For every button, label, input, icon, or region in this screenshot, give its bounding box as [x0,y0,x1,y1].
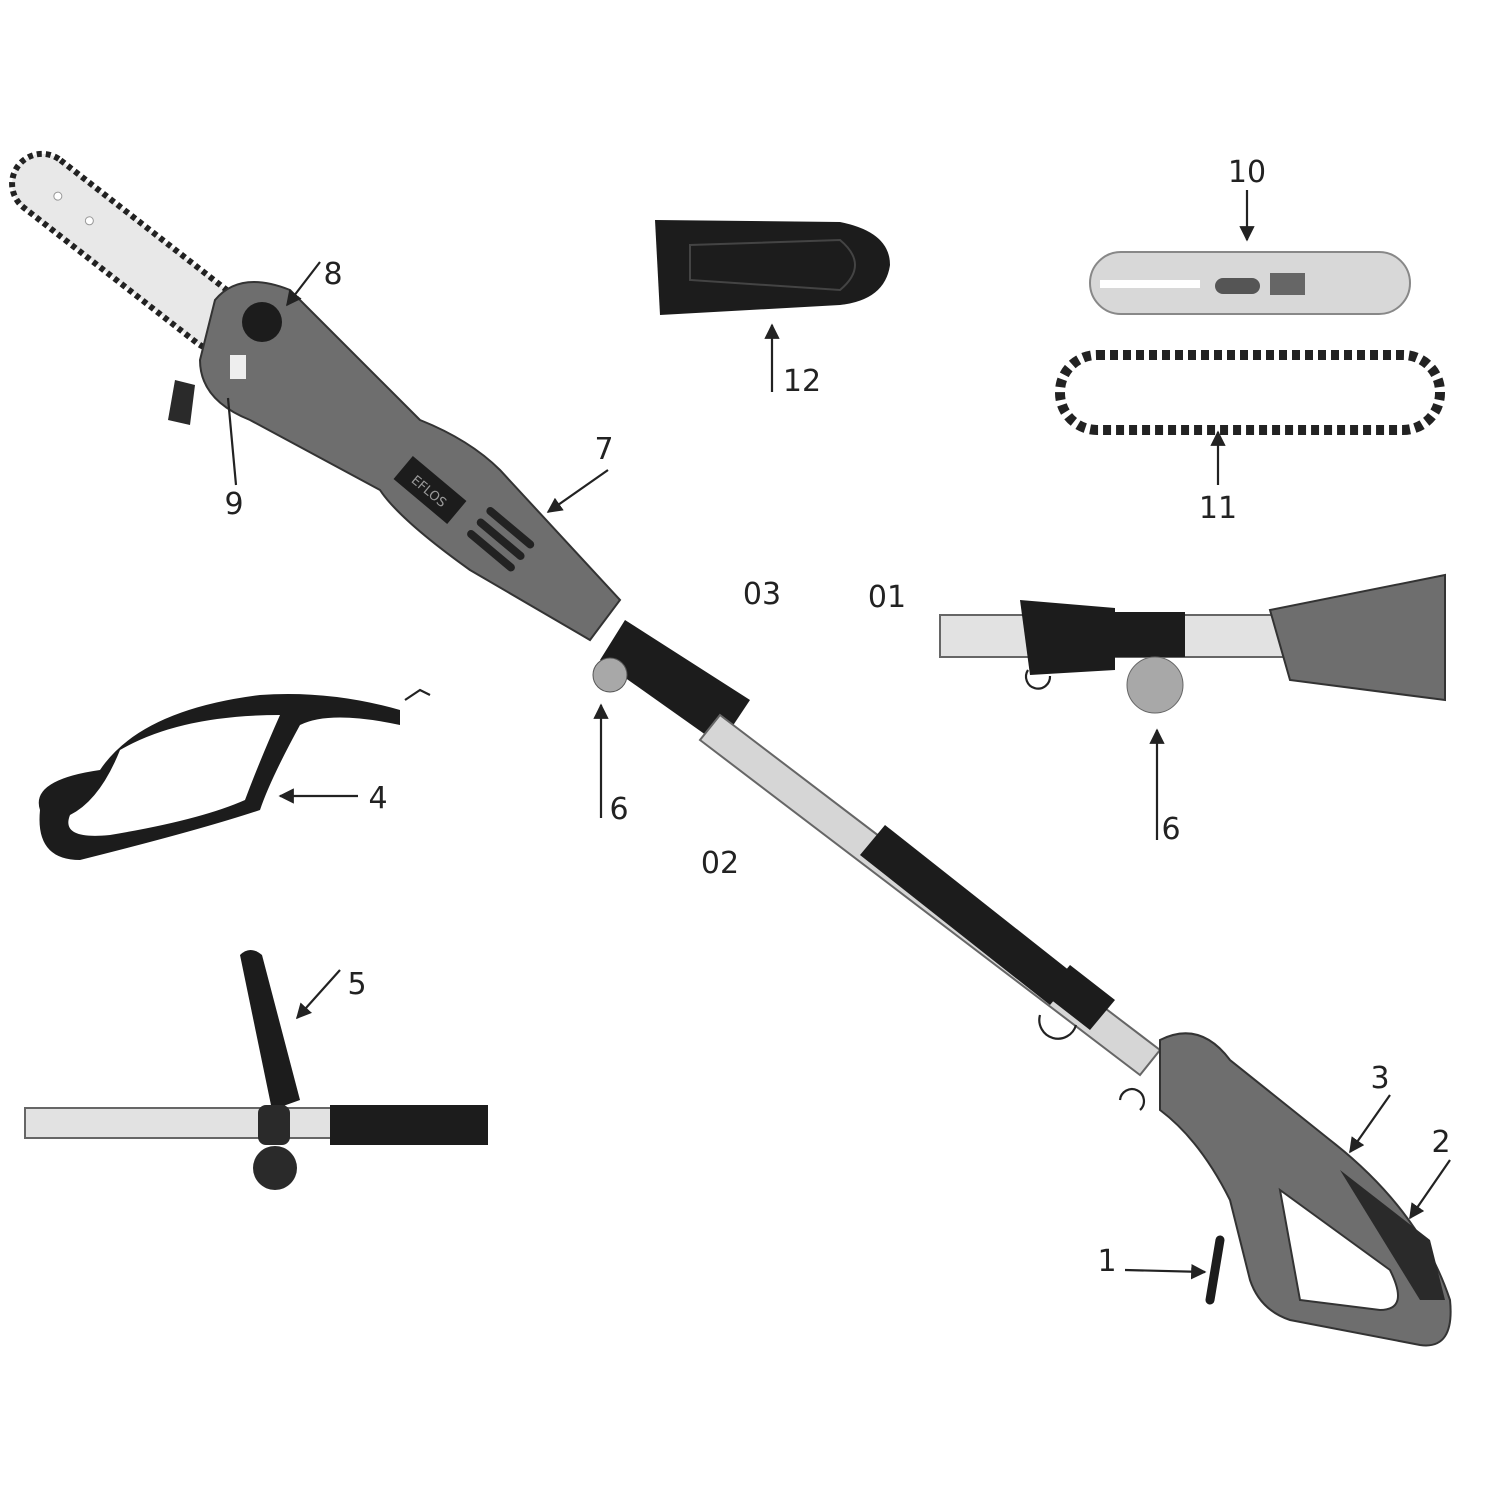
section-label-01: 01 [868,580,906,615]
callout-12: 12 [783,364,821,399]
callout-2: 2 [1431,1125,1450,1160]
callout-5: 5 [347,967,366,1002]
section-label-02: 02 [701,846,739,881]
callout-3: 3 [1370,1061,1389,1096]
callout-10: 10 [1228,155,1266,190]
locking-knob [592,657,628,693]
callout-arrows [226,190,1451,1280]
oil-cap [230,355,246,379]
callout-6-detail: 6 [1161,812,1180,847]
chain-tensioner-knob [242,302,282,342]
foam-grip [860,825,1075,1005]
locking-knob-detail [1126,656,1184,714]
section-label-03: 03 [743,577,781,612]
vent-slots [467,507,535,572]
callout-9: 9 [224,487,243,522]
inset-coupling-detail [939,573,1446,714]
callout-7: 7 [594,432,613,467]
callout-8: 8 [323,257,342,292]
spare-chain [1055,350,1445,435]
auxiliary-handle-detail [24,950,488,1190]
callout-4: 4 [368,781,387,816]
pole-saw: EFLOS [9,150,1452,1347]
guide-bar-mounted [9,150,249,353]
callout-1: 1 [1097,1244,1116,1279]
callout-11: 11 [1199,491,1237,526]
callout-6: 6 [609,792,628,827]
shoulder-strap [38,694,400,860]
trigger [1205,1235,1225,1305]
spare-guide-bar [1089,251,1411,315]
